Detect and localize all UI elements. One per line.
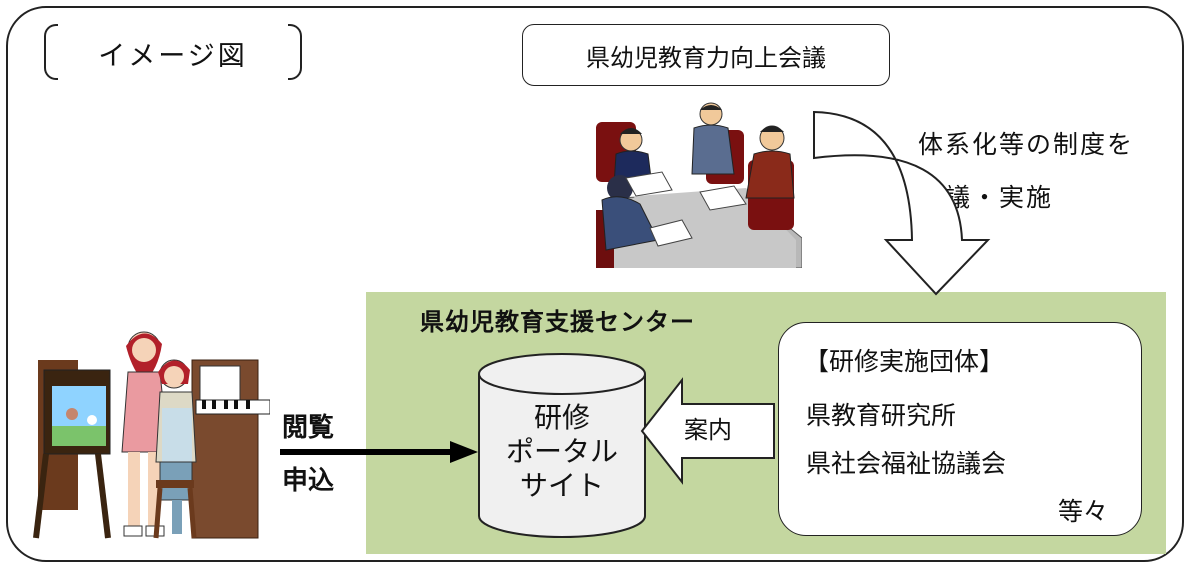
training-organizations-box [778, 322, 1142, 536]
apply-label: 申込 [282, 466, 335, 496]
meeting-illustration [596, 102, 802, 268]
organizations-etc: 等々 [1058, 497, 1109, 526]
image-title: イメージ図 [44, 24, 302, 80]
guide-label: 案内 [684, 416, 732, 444]
portal-label-3: サイト [519, 469, 604, 502]
support-center-title: 県幼児教育支援センター [420, 308, 695, 336]
council-box: 県幼児教育力向上会議 [522, 24, 890, 86]
organization-item: 県社会福祉協議会 [806, 449, 1007, 478]
council-arrow [813, 110, 991, 296]
outer-frame [6, 6, 1184, 562]
organizations-heading: 【研修実施団体】 [804, 347, 1005, 376]
image-title-text: イメージ図 [98, 41, 248, 72]
portal-site-cylinder [478, 353, 646, 538]
guide-arrow [640, 377, 775, 485]
council-label: 県幼児教育力向上会議 [586, 43, 826, 72]
browse-label: 閲覧 [282, 413, 335, 443]
right-bracket [288, 24, 302, 80]
portal-label-1: 研修 [533, 401, 590, 434]
portal-label-2: ポータル [505, 435, 618, 468]
browse-apply-arrow [280, 441, 478, 463]
left-bracket [44, 24, 58, 80]
organization-item: 県教育研究所 [806, 401, 957, 430]
council-action-line1: 体系化等の制度を [918, 130, 1135, 159]
teachers-illustration [33, 331, 270, 539]
